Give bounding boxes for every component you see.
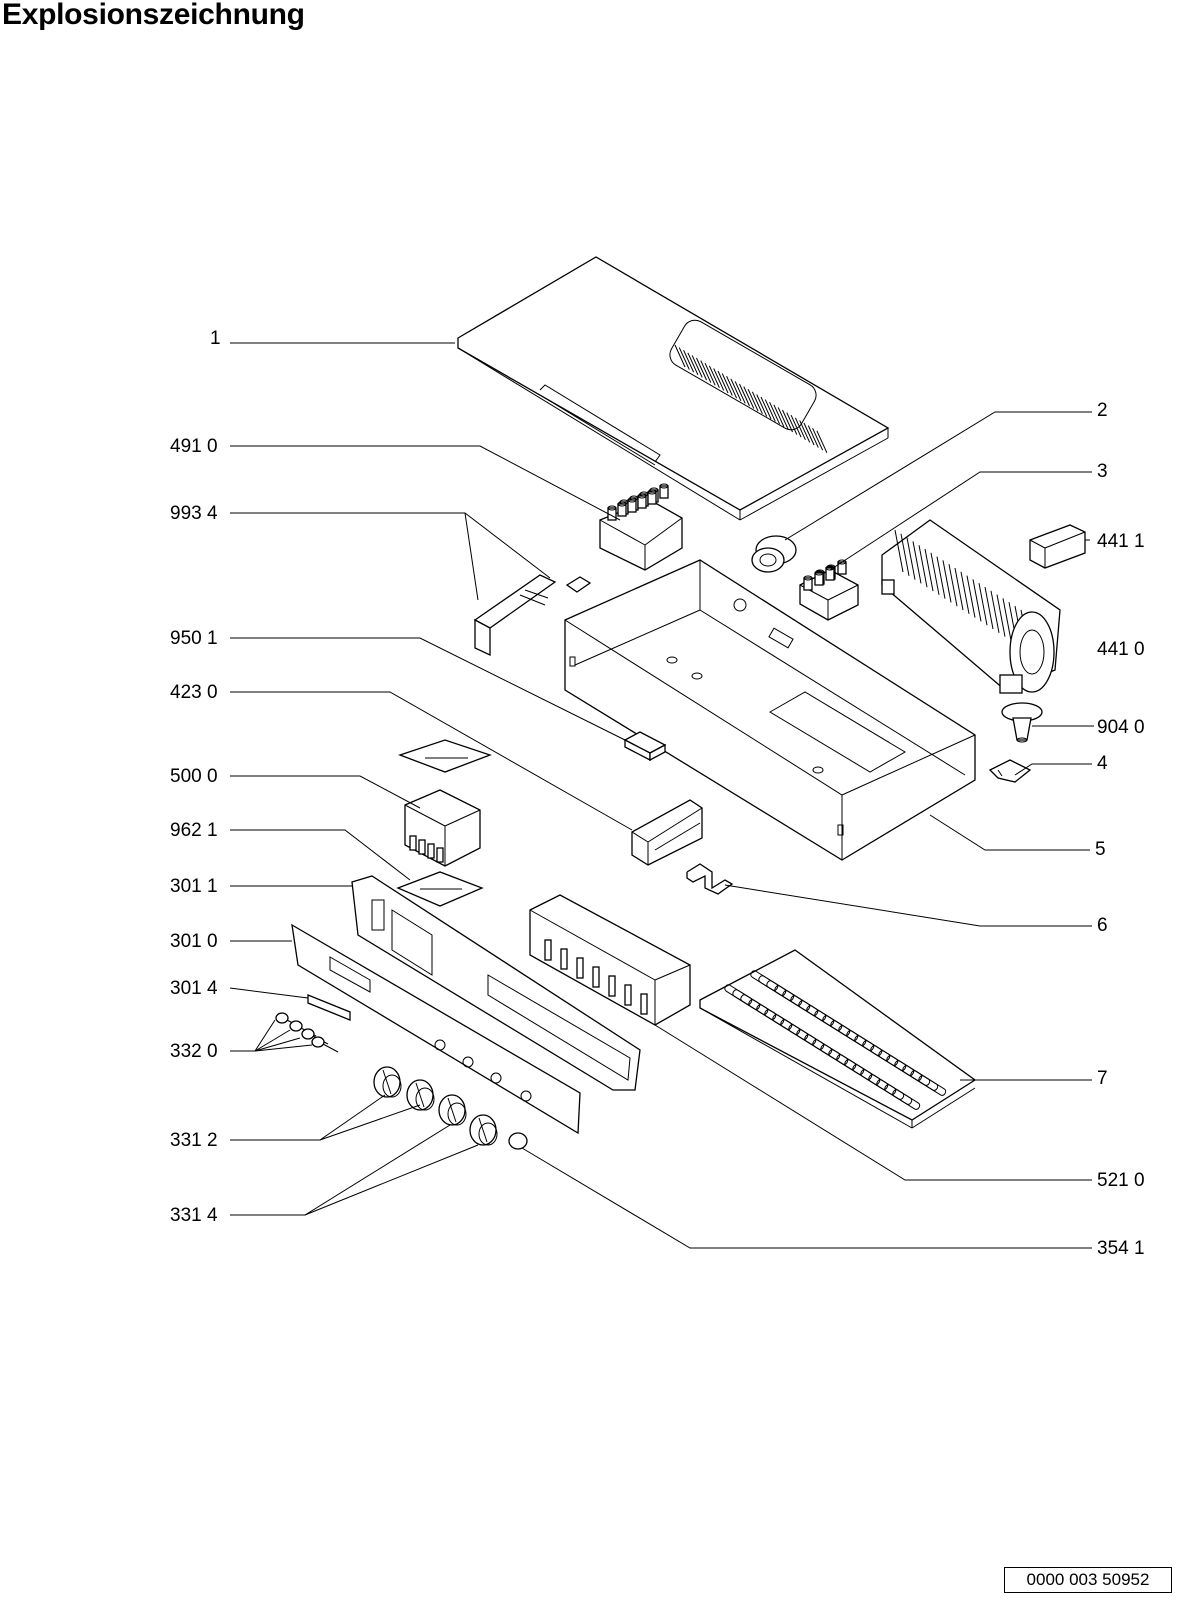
- part-993-4-bracket: [473, 574, 592, 657]
- panel-holes: [434, 1039, 532, 1102]
- part-491-0-terminal-block: [599, 483, 683, 571]
- label-301-4: 301 4: [170, 978, 218, 999]
- part-5-housing: [564, 559, 976, 861]
- label-441-0: 441 0: [1097, 639, 1145, 660]
- part-301-0-front-panel: [291, 923, 581, 1135]
- label-500-0: 500 0: [170, 766, 218, 787]
- part-6-bracket: [686, 863, 734, 895]
- label-301-0: 301 0: [170, 931, 218, 952]
- part-441-0-tangential-fan: [881, 519, 1061, 694]
- label-1: 1: [210, 328, 221, 349]
- label-354-1: 354 1: [1097, 1238, 1145, 1259]
- label-2: 2: [1097, 400, 1108, 421]
- label-993-4: 993 4: [170, 503, 218, 524]
- fan-ribs: [894, 529, 1030, 652]
- label-332-0: 332 0: [170, 1041, 218, 1062]
- label-441-1: 441 1: [1097, 531, 1145, 552]
- terminal-pins: [803, 559, 847, 591]
- grille-slots: [724, 970, 947, 1110]
- label-4: 4: [1097, 753, 1108, 774]
- label-904-0: 904 0: [1097, 717, 1145, 738]
- label-962-1: 962 1: [170, 820, 218, 841]
- label-7: 7: [1097, 1068, 1108, 1089]
- part-2-cable-gland: [751, 535, 797, 573]
- part-904-0-foot: [1001, 702, 1043, 743]
- label-423-0: 423 0: [170, 682, 218, 703]
- leader-lines: [229, 342, 1094, 1249]
- label-491-0: 491 0: [170, 436, 218, 457]
- part-962-1-label-strip: [396, 871, 484, 907]
- label-331-4: 331 4: [170, 1205, 218, 1226]
- part-labels: 1 491 0 993 4 950 1 423 0 500 0 962 1 30…: [170, 328, 1145, 1259]
- control-knobs: [373, 1066, 498, 1146]
- part-332-0-buttons: [275, 1012, 339, 1053]
- label-521-0: 521 0: [1097, 1170, 1145, 1191]
- module-pins: [544, 939, 648, 1015]
- terminal-pins: [607, 483, 669, 521]
- label-331-2: 331 2: [170, 1130, 218, 1151]
- vent-slots: [674, 344, 828, 454]
- part-7-grille: [699, 949, 977, 1129]
- part-423-0-rail: [631, 799, 703, 866]
- label-6: 6: [1097, 915, 1108, 936]
- label-strip-upper: [398, 739, 492, 773]
- label-950-1: 950 1: [170, 628, 218, 649]
- label-5: 5: [1095, 839, 1106, 860]
- part-301-4-window: [307, 994, 351, 1021]
- part-354-1-lamp: [508, 1132, 528, 1150]
- part-1-top-cover: [457, 256, 890, 521]
- label-301-1: 301 1: [170, 876, 218, 897]
- part-301-1-inner-panel: [351, 875, 641, 1091]
- switch-pins: [409, 835, 444, 863]
- part-521-0-electronics: [529, 894, 691, 1026]
- part-500-0-switch-module: [404, 789, 481, 867]
- part-441-1-capacitor: [1029, 524, 1086, 569]
- label-3: 3: [1097, 461, 1108, 482]
- document-number: 0000 003 50952: [1004, 1567, 1172, 1593]
- part-950-1-block: [623, 731, 667, 762]
- part-3-terminal-block: [799, 559, 859, 621]
- page-title: Explosionszeichnung: [2, 0, 305, 31]
- part-4-clip: [988, 759, 1032, 783]
